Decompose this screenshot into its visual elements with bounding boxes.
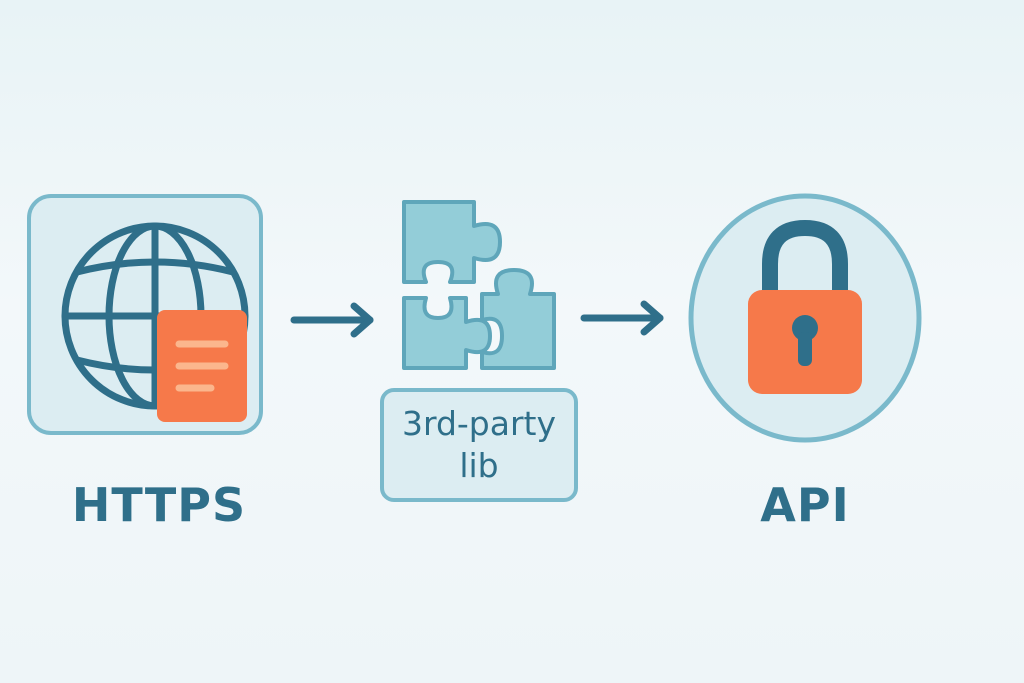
globe-with-document-icon xyxy=(61,222,249,422)
library-label-line1: 3rd-party xyxy=(401,404,557,443)
https-node xyxy=(27,194,263,435)
arrow-right-icon xyxy=(290,302,374,338)
library-node: 3rd-party lib xyxy=(380,388,578,502)
api-label: API xyxy=(760,478,850,532)
https-label: HTTPS xyxy=(71,478,247,532)
padlock-icon xyxy=(748,219,862,394)
arrow-right-icon xyxy=(580,300,664,336)
api-node xyxy=(688,193,922,443)
puzzle-pieces-icon xyxy=(402,200,556,370)
library-label-line2: lib xyxy=(459,446,499,485)
